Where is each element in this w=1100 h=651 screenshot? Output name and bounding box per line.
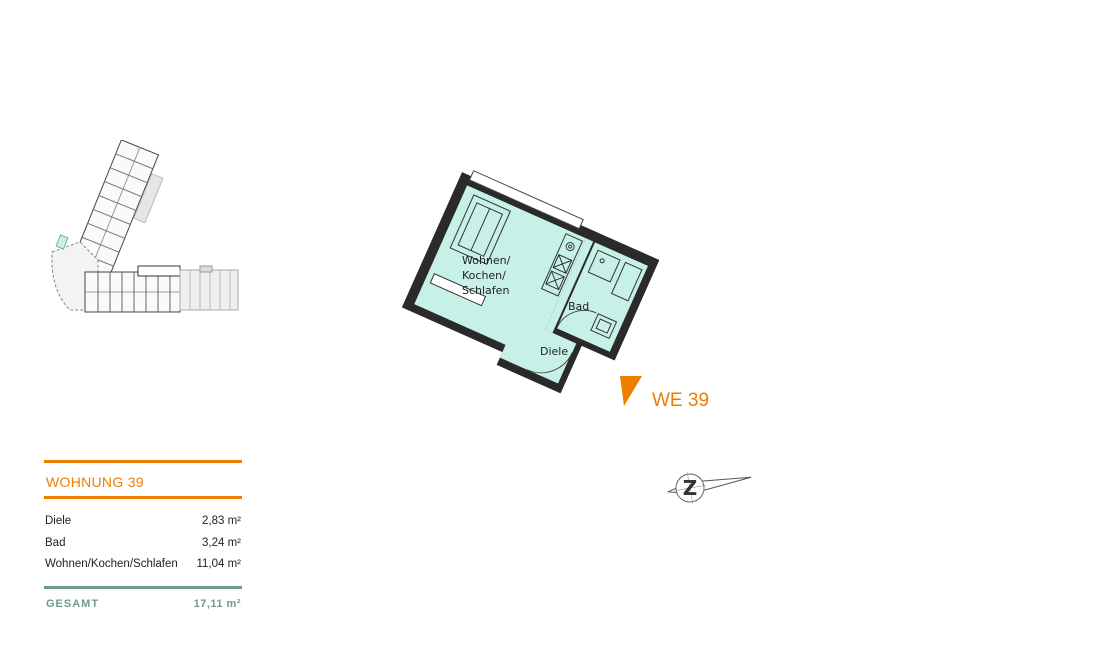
- divider: [44, 585, 242, 589]
- entrance-arrow-icon: [620, 376, 642, 406]
- unit-marker: WE 39: [620, 376, 709, 411]
- compass-rose-icon: Z: [666, 472, 752, 504]
- total-label: GESAMT: [46, 597, 100, 610]
- entrance-door-swing: [527, 352, 573, 384]
- room-name: Diele: [45, 515, 72, 527]
- room-label-wohnen: Wohnen/: [462, 254, 511, 267]
- table-title: WOHNUNG 39: [46, 474, 144, 490]
- room-name: Wohnen/Kochen/Schlafen: [45, 558, 178, 570]
- room-diele: [499, 317, 577, 384]
- room-area: 2,83 m²: [202, 515, 241, 527]
- kitchenette: [540, 233, 584, 297]
- area-table: WOHNUNG 39 Diele 2,83 m² Bad 3,24 m² Woh…: [44, 460, 242, 610]
- room-wohnen-kochen-schlafen: [414, 185, 586, 358]
- bathroom-door-swing: [556, 309, 597, 329]
- room-row-diele: Diele 2,83 m²: [44, 511, 242, 533]
- room-label-diele: Diele: [540, 345, 568, 358]
- unit-label: WE 39: [652, 390, 709, 411]
- divider: [44, 496, 242, 499]
- divider: [44, 460, 242, 463]
- room-list: Diele 2,83 m² Bad 3,24 m² Wohnen/Kochen/…: [44, 499, 242, 586]
- building-overview-plan: [51, 140, 239, 313]
- room-row-wohnen: Wohnen/Kochen/Schlafen 11,04 m²: [44, 554, 242, 576]
- room-name: Bad: [45, 536, 66, 549]
- table: [429, 273, 487, 307]
- apartment-floor-plan: Wohnen/ Kochen/ Schlafen Bad Diele: [401, 170, 660, 394]
- window: [468, 170, 584, 230]
- room-area: 11,04 m²: [196, 558, 241, 570]
- room-bad: [556, 242, 648, 352]
- room-row-bad: Bad 3,24 m²: [44, 533, 242, 555]
- sofa: [449, 194, 512, 265]
- room-label-bad: Bad: [568, 300, 589, 313]
- room-area: 3,24 m²: [202, 536, 241, 549]
- total-row: GESAMT 17,11 m²: [44, 589, 242, 610]
- unit-location-highlight: [55, 234, 69, 250]
- bathroom-fixtures: [587, 249, 643, 340]
- total-value: 17,11 m²: [193, 597, 241, 610]
- room-label-schlafen: Schlafen: [462, 284, 509, 297]
- compass-letter: Z: [683, 476, 698, 500]
- room-label-kochen: Kochen/: [462, 269, 506, 282]
